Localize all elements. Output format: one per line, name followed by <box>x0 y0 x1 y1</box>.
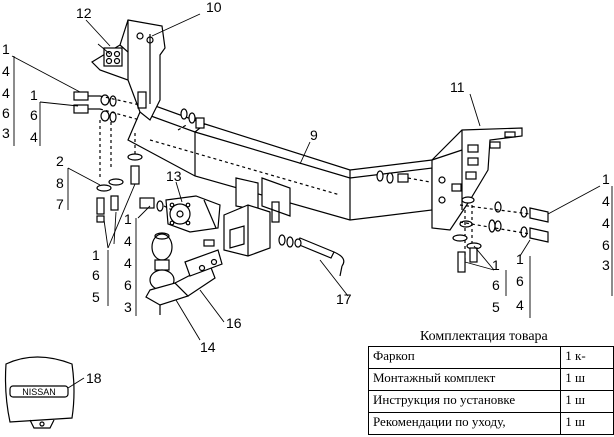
contents-qty: 1 к- <box>560 346 614 369</box>
stack-number: 6 <box>92 267 100 283</box>
stack-number: 1 <box>124 211 132 227</box>
right-bracket-part-11 <box>431 127 523 231</box>
stack-number: 6 <box>602 237 610 253</box>
stack-number: 6 <box>2 105 10 121</box>
stack-number: 3 <box>602 257 610 273</box>
stack-number: 6 <box>516 273 524 289</box>
right-bottom-stack: 1 6 5 <box>492 257 500 315</box>
leader-lines <box>11 13 601 389</box>
stack-number: 1 <box>92 247 100 263</box>
callout-18: 18 <box>86 370 102 386</box>
callout-11: 11 <box>450 79 465 95</box>
stack-number: 1 <box>30 87 38 103</box>
cover-logo-text: NISSAN <box>22 387 56 397</box>
stack-number: 4 <box>602 193 610 209</box>
stack-number: 3 <box>124 299 132 315</box>
contents-item: Инструкция по установке <box>367 390 562 413</box>
stack-number: 1 <box>516 251 524 267</box>
stack-number: 4 <box>2 85 10 101</box>
hitch-pin-part-17 <box>296 237 345 277</box>
stack-number: 1 <box>2 41 10 57</box>
contents-item: Фаркоп <box>367 346 562 369</box>
contents-item: Монтажный комплект <box>367 368 562 391</box>
ball-cover-part-18 <box>4 356 75 429</box>
mid-stack: 1 4 4 6 3 <box>124 211 132 315</box>
stack-number: 1 <box>602 171 610 187</box>
part-callouts: 12 10 11 9 13 17 16 14 18 <box>76 0 465 386</box>
right-mid-stack: 1 6 4 <box>516 251 524 313</box>
callout-13: 13 <box>166 168 182 184</box>
bolts-right <box>452 196 549 273</box>
contents-title: Комплектация товара <box>420 329 548 344</box>
table-row: Рекомендации по уходу, 1 ш <box>367 412 614 435</box>
stack-number: 4 <box>124 233 132 249</box>
callout-9: 9 <box>310 127 318 143</box>
left-lower-stack: 2 8 7 <box>56 153 64 212</box>
stack-number: 4 <box>2 63 10 79</box>
stack-number: 4 <box>30 129 38 145</box>
stack-number: 1 <box>492 257 500 273</box>
left-bracket-part-10 <box>91 19 166 121</box>
table-row: Монтажный комплект 1 ш <box>367 368 614 391</box>
stack-number: 4 <box>124 255 132 271</box>
stack-number: 8 <box>56 175 64 191</box>
stack-number: 5 <box>92 289 100 305</box>
stack-brackets <box>13 56 613 318</box>
callout-17: 17 <box>336 291 352 307</box>
tow-ball-part-14 <box>145 232 223 315</box>
table-row: Инструкция по установке 1 ш <box>367 390 614 413</box>
stack-number: 3 <box>2 125 10 141</box>
stack-number: 6 <box>492 277 500 293</box>
right-top-stack: 1 4 4 6 3 <box>602 171 610 273</box>
stack-number: 6 <box>30 107 38 123</box>
contents-qty: 1 ш <box>560 412 614 435</box>
stack-number: 6 <box>124 277 132 293</box>
table-row: Фаркоп 1 к- <box>367 346 614 369</box>
bolts-top <box>177 108 431 184</box>
left-top-stack: 1 4 4 3 1 6 4 6 <box>2 41 38 145</box>
bolts-left <box>73 91 173 223</box>
callout-10: 10 <box>206 0 222 15</box>
stack-number: 5 <box>492 299 500 315</box>
contents-qty: 1 ш <box>560 390 614 413</box>
contents-qty: 1 ш <box>560 368 614 391</box>
socket-plate-part-13 <box>165 195 221 233</box>
bolts-receiver <box>203 234 302 248</box>
callout-14: 14 <box>200 339 216 355</box>
receiver-box <box>223 177 291 257</box>
stack-number: 2 <box>56 153 64 169</box>
stack-number: 4 <box>602 215 610 231</box>
contents-table: Фаркоп 1 к- Монтажный комплект 1 ш Инстр… <box>367 346 614 435</box>
left-bottom-stack: 1 6 5 <box>92 247 100 305</box>
stack-number: 4 <box>516 297 524 313</box>
contents-item: Рекомендации по уходу, <box>367 412 562 435</box>
callout-16: 16 <box>226 315 242 331</box>
callout-12: 12 <box>76 5 92 21</box>
stack-number: 7 <box>56 196 64 212</box>
